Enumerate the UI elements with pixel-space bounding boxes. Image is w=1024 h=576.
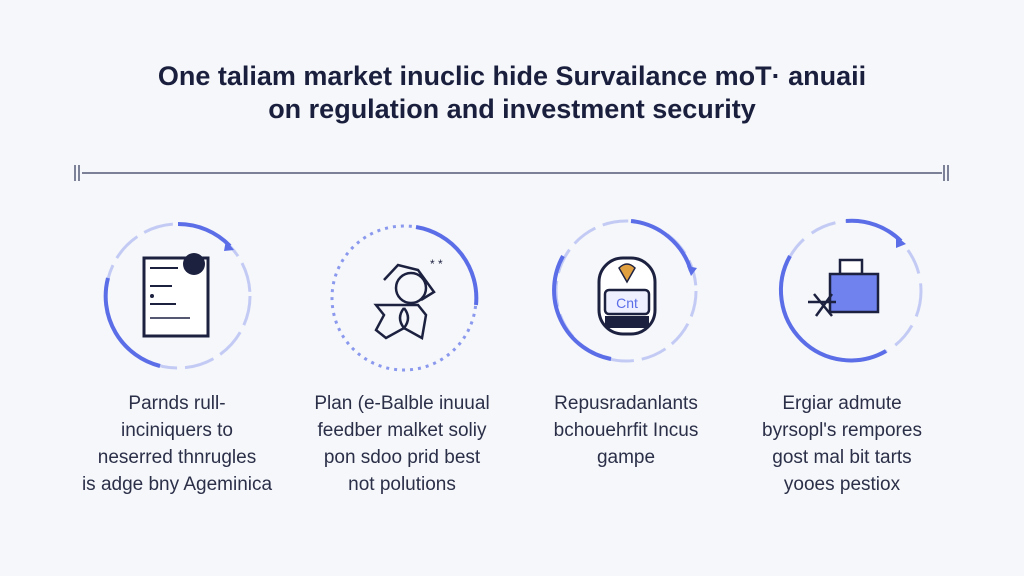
step-1-ring: [103, 221, 252, 370]
title-line-2: on regulation and investment security: [268, 94, 756, 124]
caption-line: bchouehrfit Incus: [553, 420, 699, 441]
step-4-caption: Ergiar admute byrsopl's rempores gost ma…: [727, 390, 957, 498]
step-1-caption: Parnds rull- inciniquers to neserred thn…: [62, 390, 292, 498]
svg-text:* *: * *: [430, 257, 443, 271]
caption-line: is adge bny Ageminica: [81, 474, 273, 495]
caption-line: neserred thnrugles: [97, 447, 257, 468]
step-4-ring: [778, 218, 923, 363]
step-2-caption: Plan (e-Balble inuual feedber malket sol…: [287, 390, 517, 498]
title-line-1: One taliam market inuclic hide Survailan…: [157, 61, 867, 91]
briefcase-icon: [808, 258, 880, 317]
caption-line: Repusradanlants: [554, 393, 698, 414]
document-certificate-icon: [142, 253, 210, 338]
step-3-ring: Cnt: [552, 219, 698, 363]
divider: [74, 165, 949, 181]
caption-line: feedber malket soliy: [317, 420, 487, 441]
caption-line: gampe: [596, 447, 656, 468]
caption-line: Parnds rull-: [128, 393, 226, 414]
step-3-caption: Repusradanlants bchouehrfit Incus gampe: [511, 390, 741, 471]
device-screen-text: Cnt: [616, 295, 638, 311]
caption-line: inciniquers to: [121, 420, 233, 441]
page-title: One taliam market inuclic hide Survailan…: [0, 60, 1024, 126]
caption-line: byrsopl's rempores: [762, 420, 922, 441]
caption-line: gost mal bit tarts: [772, 447, 912, 468]
hand-with-coin-icon: [373, 263, 436, 340]
caption-line: Plan (e-Balble inuual: [314, 393, 490, 414]
step-2-ring: * *: [330, 224, 479, 372]
caption-line: not polutions: [348, 474, 456, 495]
device-lock-icon: Cnt: [597, 256, 657, 336]
caption-line: pon sdoo prid best: [323, 447, 481, 468]
caption-line: Ergiar admute: [782, 393, 902, 414]
caption-line: yooes pestiox: [783, 474, 901, 495]
